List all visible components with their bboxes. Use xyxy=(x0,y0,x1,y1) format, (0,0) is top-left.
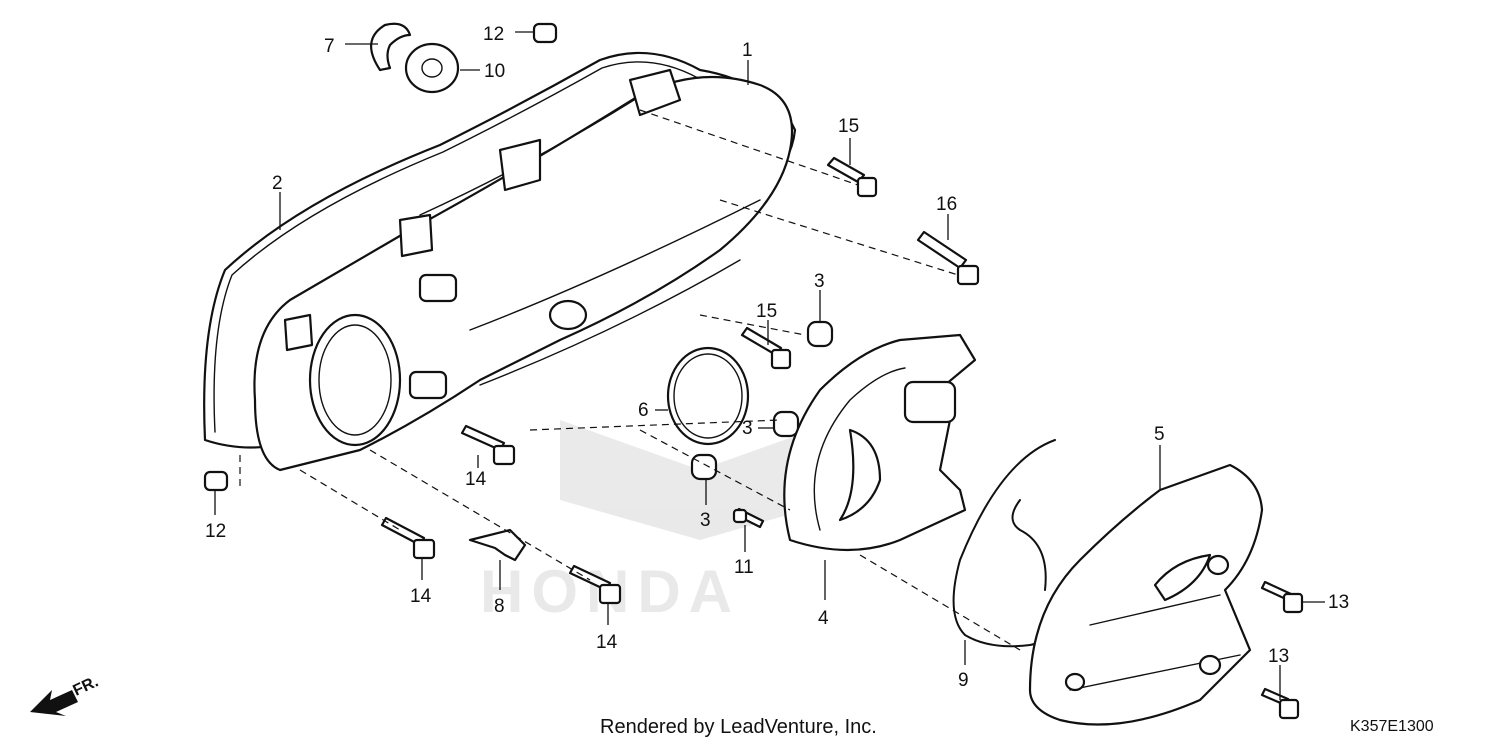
callout-2: 2 xyxy=(272,173,283,194)
diagram-code: K357E1300 xyxy=(1350,718,1434,735)
bolt-part-14-a[interactable] xyxy=(460,424,516,466)
callout-1: 1 xyxy=(742,40,753,61)
callout-6: 6 xyxy=(638,400,649,421)
cover-rib xyxy=(398,213,434,258)
bolt-part-13-upper[interactable] xyxy=(1260,580,1304,614)
direction-label: FR. xyxy=(71,673,102,699)
callout-14-b: 14 xyxy=(410,586,432,607)
front-direction-indicator: FR. xyxy=(30,673,101,716)
bolt-part-14-b[interactable] xyxy=(380,516,436,560)
inner-cover-part-4[interactable] xyxy=(783,333,977,552)
outer-cover-part-5[interactable] xyxy=(1028,463,1264,726)
cover-rib xyxy=(283,313,314,352)
callout-12-top: 12 xyxy=(483,24,504,45)
callout-3-top: 3 xyxy=(814,271,825,292)
dowel-boss xyxy=(408,370,448,400)
callout-11: 11 xyxy=(734,557,754,578)
arrow-icon xyxy=(30,690,78,716)
callout-8: 8 xyxy=(494,596,505,617)
bolt-part-14-c[interactable] xyxy=(568,564,622,605)
callout-15-lower: 15 xyxy=(756,301,777,322)
callout-4: 4 xyxy=(818,608,829,629)
footer-credit: Rendered by LeadVenture, Inc. xyxy=(600,716,877,738)
callout-12-bottom: 12 xyxy=(205,521,226,542)
dowel-pin-part-12-bottom[interactable] xyxy=(203,470,229,492)
bolt-part-13-lower[interactable] xyxy=(1260,687,1300,720)
bolt-part-15-lower[interactable] xyxy=(740,326,792,370)
callout-7: 9 xyxy=(958,670,969,691)
cover-rib xyxy=(498,138,542,192)
bolt-part-16[interactable] xyxy=(916,230,980,286)
boss-hole xyxy=(548,299,588,331)
callout-15-upper: 15 xyxy=(838,116,859,137)
callout-9: 7 xyxy=(324,36,335,57)
callout-3-bottom: 3 xyxy=(700,510,711,531)
callout-13-upper: 13 xyxy=(1328,592,1349,613)
cover-rib xyxy=(628,68,682,117)
collar-part-3-c[interactable] xyxy=(690,453,718,481)
inner-cover-window xyxy=(838,428,882,522)
bearing-part-10[interactable] xyxy=(404,42,460,94)
clamp-part-8[interactable] xyxy=(468,528,527,562)
screw-part-11[interactable] xyxy=(732,507,765,529)
callout-10: 10 xyxy=(484,61,505,82)
dowel-pin-part-12-top[interactable] xyxy=(532,22,558,44)
callout-3-middle: 3 xyxy=(742,418,753,439)
outer-cover-vent xyxy=(1153,553,1212,602)
callout-5: 5 xyxy=(1154,424,1165,445)
cover-opening xyxy=(308,313,402,447)
bolt-part-15-upper[interactable] xyxy=(826,156,878,198)
callout-16: 16 xyxy=(936,194,957,215)
outer-cover-hole xyxy=(1064,672,1086,692)
callout-14-a: 14 xyxy=(465,469,487,490)
outer-cover-hole xyxy=(1198,654,1222,676)
callout-13-lower: 13 xyxy=(1268,646,1289,667)
callout-14-c: 14 xyxy=(596,632,618,653)
dowel-boss xyxy=(418,273,458,303)
o-ring-part-6[interactable] xyxy=(666,346,750,446)
collar-part-3-b[interactable] xyxy=(772,410,800,438)
collar-part-3-a[interactable] xyxy=(806,320,834,348)
outer-cover-hole xyxy=(1206,554,1230,576)
inner-cover-boss xyxy=(903,380,957,424)
circlip-part-9[interactable] xyxy=(370,22,412,72)
